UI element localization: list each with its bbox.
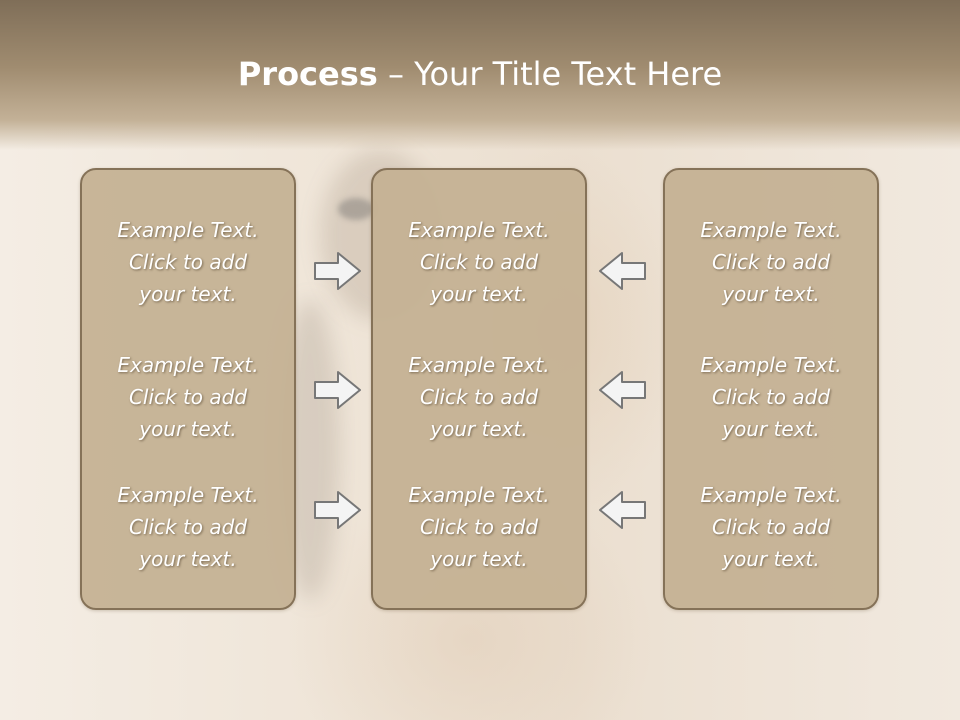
text-line: your text. <box>430 547 528 571</box>
text-line: your text. <box>722 282 820 306</box>
text-line: your text. <box>139 282 237 306</box>
text-placeholder[interactable]: Example Text. Click to add your text. <box>82 214 294 310</box>
text-line: Example Text. <box>117 483 259 507</box>
text-placeholder[interactable]: Example Text. Click to add your text. <box>373 479 585 575</box>
text-line: Click to add <box>711 515 831 539</box>
slide-title[interactable]: Process – Your Title Text Here <box>0 52 960 96</box>
text-line: Example Text. <box>408 353 550 377</box>
text-placeholder[interactable]: Example Text. Click to add your text. <box>665 479 877 575</box>
text-line: Example Text. <box>700 483 842 507</box>
text-line: Click to add <box>419 515 539 539</box>
text-line: Click to add <box>711 250 831 274</box>
text-line: your text. <box>722 547 820 571</box>
text-line: Click to add <box>419 250 539 274</box>
arrow-left-icon[interactable] <box>597 250 647 292</box>
text-line: your text. <box>430 417 528 441</box>
text-line: your text. <box>139 547 237 571</box>
process-box-left[interactable]: Example Text. Click to add your text. Ex… <box>80 168 296 610</box>
header-band <box>0 0 960 150</box>
text-placeholder[interactable]: Example Text. Click to add your text. <box>373 214 585 310</box>
text-line: your text. <box>430 282 528 306</box>
text-placeholder[interactable]: Example Text. Click to add your text. <box>665 349 877 445</box>
text-line: your text. <box>139 417 237 441</box>
text-line: Example Text. <box>700 353 842 377</box>
text-line: Click to add <box>128 250 248 274</box>
arrow-right-icon[interactable] <box>313 250 363 292</box>
text-placeholder[interactable]: Example Text. Click to add your text. <box>82 479 294 575</box>
text-line: Click to add <box>711 385 831 409</box>
title-bold: Process <box>237 55 378 93</box>
text-placeholder[interactable]: Example Text. Click to add your text. <box>665 214 877 310</box>
process-box-middle[interactable]: Example Text. Click to add your text. Ex… <box>371 168 587 610</box>
text-line: Example Text. <box>408 218 550 242</box>
text-line: Example Text. <box>700 218 842 242</box>
text-line: Click to add <box>128 515 248 539</box>
text-placeholder[interactable]: Example Text. Click to add your text. <box>373 349 585 445</box>
arrow-right-icon[interactable] <box>313 369 363 411</box>
arrow-left-icon[interactable] <box>597 489 647 531</box>
text-line: Example Text. <box>117 218 259 242</box>
background-eye <box>338 198 374 220</box>
arrow-left-icon[interactable] <box>597 369 647 411</box>
arrow-right-icon[interactable] <box>313 489 363 531</box>
text-line: your text. <box>722 417 820 441</box>
text-placeholder[interactable]: Example Text. Click to add your text. <box>82 349 294 445</box>
title-rest: – Your Title Text Here <box>377 55 723 93</box>
text-line: Example Text. <box>117 353 259 377</box>
text-line: Example Text. <box>408 483 550 507</box>
text-line: Click to add <box>419 385 539 409</box>
process-box-right[interactable]: Example Text. Click to add your text. Ex… <box>663 168 879 610</box>
text-line: Click to add <box>128 385 248 409</box>
